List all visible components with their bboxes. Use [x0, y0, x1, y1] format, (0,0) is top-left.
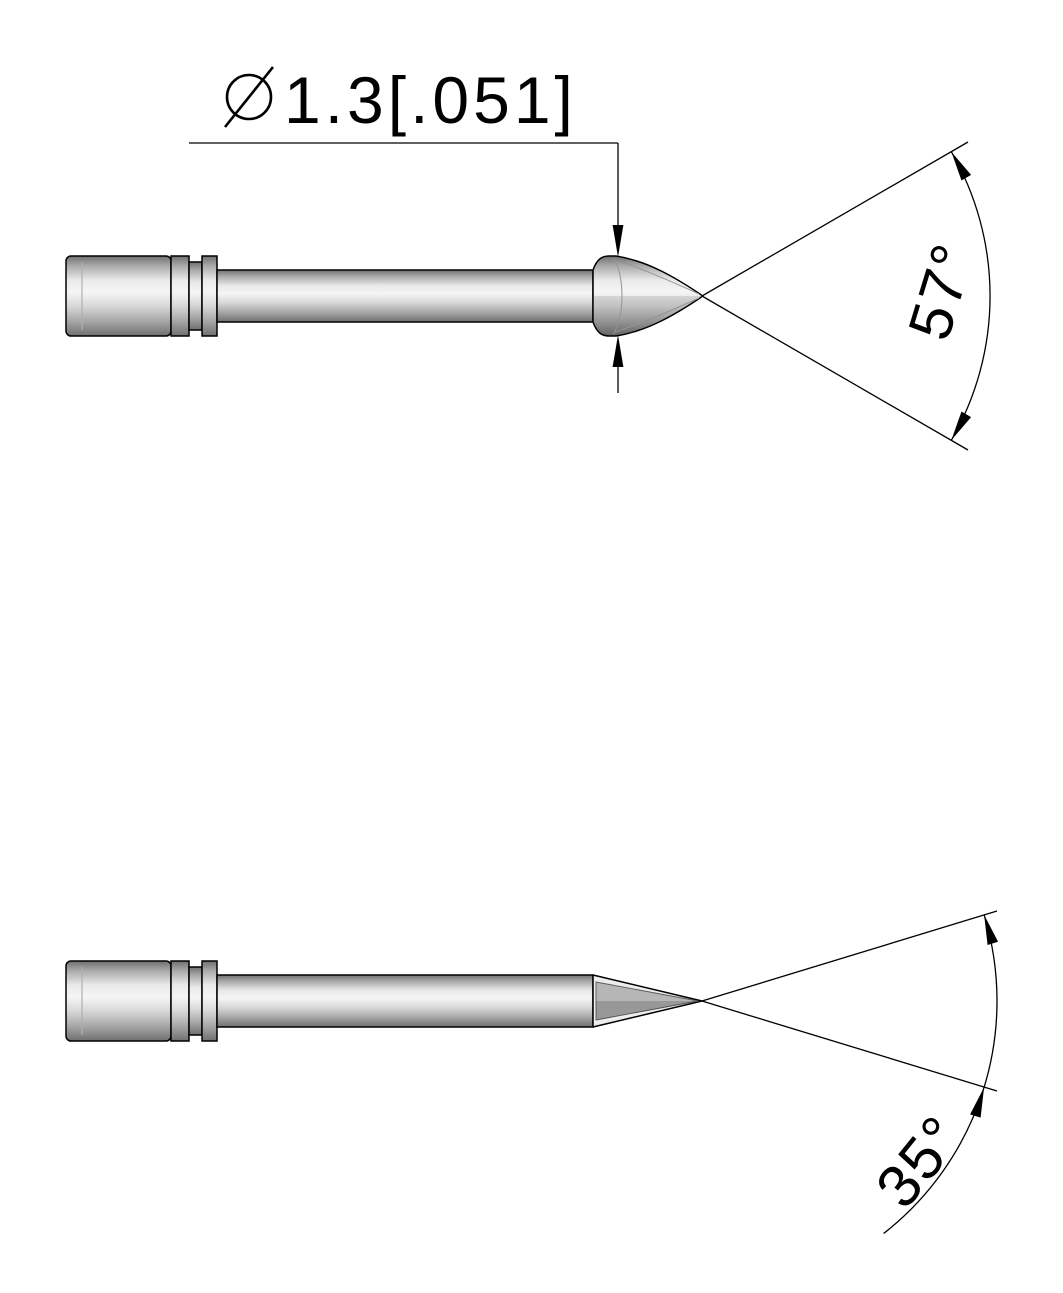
- diameter-symbol-circle: [225, 73, 273, 121]
- probe-tip-inner-facet-shadow: [596, 1001, 698, 1020]
- probe-shaft: [216, 269, 594, 323]
- diameter-symbol-icon: [223, 66, 275, 128]
- probe-shaft: [216, 974, 594, 1028]
- diameter-symbol-slash: [223, 66, 275, 128]
- probe-collar-ring-back: [201, 960, 218, 1042]
- probe-collar-ring-front: [170, 255, 190, 337]
- diameter-dimension-text: 1.3[.051]: [284, 63, 577, 137]
- angle-arrow-upper-icon: [984, 914, 999, 945]
- probe-tip-facet-line-upper: [614, 259, 700, 295]
- angle-extension-line-lower: [701, 295, 969, 451]
- diameter-dimension: 1.3[.051]: [189, 63, 624, 393]
- probe-collar-ring-front: [170, 960, 190, 1042]
- dimension-arrow-up-icon: [612, 335, 624, 367]
- top-view: 1.3[.051] 57°: [65, 63, 991, 451]
- angle-arrow-upper-icon: [951, 151, 972, 181]
- angle-dimension-arc: [950, 151, 991, 441]
- angle-arrow-lower-icon: [951, 411, 972, 441]
- angle-extension-line-upper: [701, 141, 969, 297]
- probe-collar-groove: [188, 261, 203, 331]
- angle-dimension-text: 35°: [863, 1103, 976, 1220]
- angle-extension-line-upper: [701, 910, 998, 1002]
- probe-tip-facet-line-lower: [614, 297, 700, 333]
- probe-tip-cone-shadow: [594, 296, 701, 336]
- angle-arrow-lower-icon: [970, 1087, 985, 1118]
- angle-dimension-35: 35°: [701, 910, 999, 1235]
- probe-pointed-tip: [65, 255, 703, 337]
- angle-dimension-text: 57°: [895, 235, 987, 347]
- angle-extension-line-lower: [701, 1000, 998, 1092]
- angle-dimension-57: 57°: [701, 141, 991, 451]
- probe-chisel-tip: [65, 960, 703, 1042]
- probe-tip-inner-facet: [595, 981, 699, 1021]
- probe-collar-groove: [188, 966, 203, 1036]
- probe-collar-ring-back: [201, 255, 218, 337]
- dimension-arrow-down-icon: [612, 225, 624, 257]
- bottom-view: 35°: [65, 910, 999, 1235]
- probe-tip-base-edge-line: [612, 257, 623, 335]
